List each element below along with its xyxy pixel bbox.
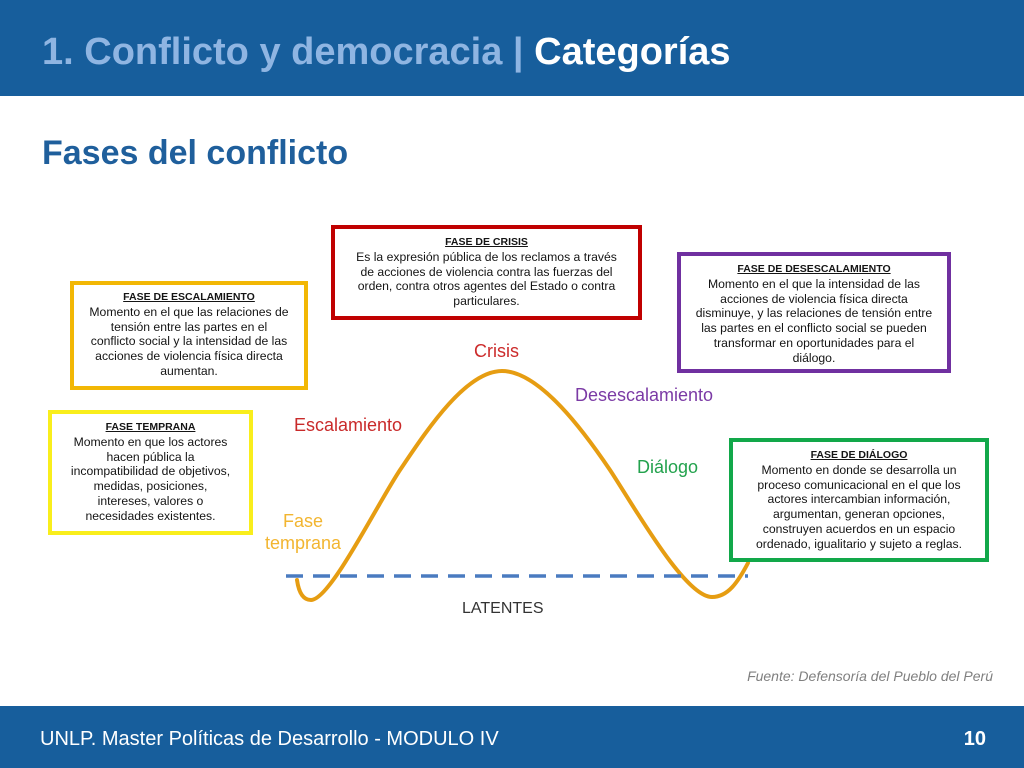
- escalation-phase-text-line: Momento en el que las relaciones de: [89, 304, 289, 319]
- dialogue-phase-text-line: Momento en donde se desarrolla un: [761, 462, 957, 477]
- deescalation-phase-text-line: disminuye, y las relaciones de tensión e…: [695, 306, 933, 321]
- deescalation-phase-text-line: las partes en el conflicto social se pue…: [701, 321, 927, 336]
- deescalation-phase-text-line: acciones de violencia física directa: [720, 291, 908, 306]
- deescalation-phase-box: FASE DE DESESCALAMIENTO Momento en el qu…: [677, 252, 951, 373]
- slide-title: 1. Conflicto y democracia | Categorías: [42, 33, 731, 71]
- early-phase-text-line: incompatibilidad de objetivos,: [70, 464, 231, 479]
- dialogue-phase-text-line: argumentan, generan opciones,: [772, 507, 946, 522]
- curve-label-escalation: Escalamiento: [294, 415, 403, 435]
- curve-label-early-phase-line: temprana: [264, 533, 342, 553]
- source-citation: Fuente: Defensoría del Pueblo del Perú: [747, 668, 993, 684]
- escalation-phase-box: FASE DE ESCALAMIENTO Momento en el que l…: [70, 281, 308, 390]
- slide-title-section: 1. Conflicto y democracia |: [42, 31, 524, 73]
- crisis-phase-box: FASE DE CRISIS Es la expresión pública d…: [331, 225, 642, 320]
- curve-label-early-phase: Fase temprana: [258, 510, 348, 554]
- curve-label-dialogue: Diálogo: [637, 457, 699, 477]
- early-phase-title: FASE TEMPRANA: [105, 421, 196, 433]
- curve-label-deescalation: Desescalamiento: [575, 385, 714, 405]
- deescalation-phase-text-line: transformar en oportunidades para el: [713, 335, 915, 350]
- dialogue-phase-text-line: construyen acuerdos en un espacio: [762, 521, 956, 536]
- dialogue-phase-text-line: proceso comunicacional en el que los: [757, 477, 961, 492]
- curve-label-early-phase-line: Fase: [282, 511, 324, 531]
- dialogue-phase-title: FASE DE DIÁLOGO: [810, 449, 908, 461]
- dialogue-phase-text-line: ordenado, igualitario y sujeto a reglas.: [756, 536, 962, 551]
- section-heading: Fases del conflicto: [42, 134, 349, 172]
- crisis-phase-title: FASE DE CRISIS: [445, 236, 528, 248]
- early-phase-text-line: hacen pública la: [106, 449, 195, 464]
- curve-label-crisis: Crisis: [474, 341, 519, 361]
- early-phase-text-line: intereses, valores o: [97, 493, 204, 508]
- crisis-phase-text-line: orden, contra otros agentes del Estado o…: [357, 279, 616, 294]
- crisis-phase-text-line: de acciones de violencia contra las fuer…: [360, 264, 613, 279]
- crisis-phase-text-line: Es la expresión pública de los reclamos …: [356, 249, 617, 264]
- deescalation-phase-text-line: Momento en el que la intensidad de las: [707, 276, 921, 291]
- slide-title-topic: Categorías: [534, 31, 731, 73]
- escalation-phase-text-line: conflicto social y la intensidad de las: [90, 334, 288, 349]
- escalation-phase-text-line: acciones de violencia física directa: [95, 349, 283, 364]
- deescalation-phase-text-line: diálogo.: [792, 350, 836, 365]
- deescalation-phase-title: FASE DE DESESCALAMIENTO: [737, 263, 891, 275]
- early-phase-text-line: medidas, posiciones,: [93, 479, 208, 494]
- early-phase-text-line: Momento en que los actores: [73, 434, 228, 449]
- crisis-phase-text-line: particulares.: [453, 294, 520, 309]
- escalation-phase-title: FASE DE ESCALAMIENTO: [123, 291, 255, 303]
- conflict-intensity-curve: [295, 369, 750, 602]
- escalation-phase-text-line: aumentan.: [160, 363, 218, 378]
- escalation-phase-text-line: tensión entre las partes en el: [110, 319, 268, 334]
- footer-bar: UNLP. Master Políticas de Desarrollo - M…: [0, 706, 1024, 768]
- page-number: 10: [963, 728, 986, 750]
- curve-label-latent: LATENTES: [462, 600, 544, 617]
- header-bar: 1. Conflicto y democracia | Categorías: [0, 0, 1024, 96]
- dialogue-phase-box: FASE DE DIÁLOGO Momento en donde se desa…: [729, 438, 989, 562]
- footer-course-label: UNLP. Master Políticas de Desarrollo - M…: [40, 728, 499, 750]
- dialogue-phase-text-line: actores intercambian información,: [767, 492, 951, 507]
- early-phase-box: FASE TEMPRANA Momento en que los actores…: [48, 410, 253, 535]
- early-phase-text-line: necesidades existentes.: [85, 508, 216, 523]
